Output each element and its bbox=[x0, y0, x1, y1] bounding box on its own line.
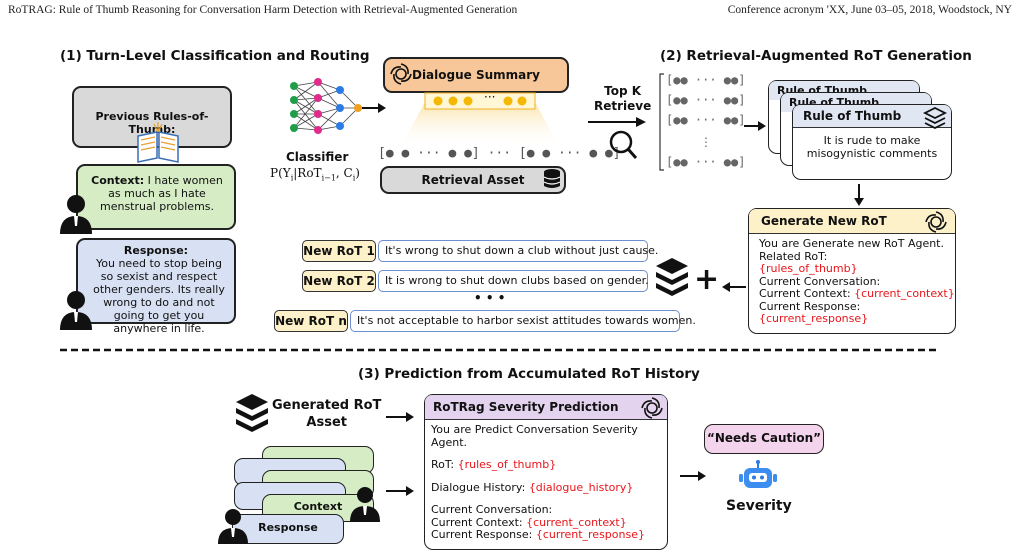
generate-line-5: Current Context: {current_context} bbox=[759, 287, 955, 300]
embedding-glow bbox=[400, 92, 560, 148]
new-rot-1-text: It's wrong to shut down a club without j… bbox=[378, 240, 658, 262]
robot-icon bbox=[739, 460, 777, 488]
summary-ellipsis: ··· bbox=[484, 90, 496, 104]
new-rot-2-text: It is wrong to shut down clubs based on … bbox=[378, 270, 649, 292]
severity-label: Severity bbox=[726, 498, 792, 514]
generated-asset-label: Generated RoT Asset bbox=[272, 398, 382, 430]
svg-text:[●● ··· ●●]: [●● ··· ●●] bbox=[666, 93, 745, 107]
plus-sign: + bbox=[694, 262, 720, 297]
rot-card-title: Rule of Thumb bbox=[793, 105, 951, 128]
section-2-title: (2) Retrieval-Augmented RoT Generation bbox=[660, 48, 972, 64]
needs-caution-text: “Needs Caution” bbox=[706, 431, 822, 445]
neural-network-icon bbox=[290, 78, 362, 134]
predict-line-6: Current Response: {current_response} bbox=[431, 528, 645, 541]
stack-context-label: Context bbox=[293, 500, 343, 513]
arrow-classifier-summary bbox=[362, 103, 386, 113]
running-header-title: RoTRAG: Rule of Thumb Reasoning for Conv… bbox=[8, 4, 518, 16]
generate-rot-title: Generate New RoT bbox=[749, 209, 955, 234]
generate-line-2: Related RoT: bbox=[759, 249, 828, 263]
context-text: Context: I hate women as much as I hate … bbox=[91, 174, 223, 213]
layers-icon-stack bbox=[656, 258, 688, 296]
severity-prediction-title: RoTRag Severity Prediction bbox=[425, 395, 667, 420]
svg-text:[●● ··· ●●]: [●● ··· ●●] bbox=[666, 73, 745, 87]
arrow-asset-predict bbox=[386, 412, 414, 422]
openai-logo-icon-generate bbox=[925, 211, 947, 233]
layers-icon-asset bbox=[236, 394, 268, 432]
response-box: Response: You need to stop being so sexi… bbox=[76, 238, 236, 335]
retrieve-arrow-search bbox=[588, 117, 646, 159]
predict-line-1: You are Predict Conversation Severity Ag… bbox=[431, 423, 638, 449]
arrow-history-predict bbox=[386, 486, 414, 496]
generate-line-3: {rules_of_thumb} bbox=[759, 262, 858, 275]
person-icon-stack-context bbox=[350, 487, 380, 522]
rot-card-text: It is rude to make misogynistic comments bbox=[806, 134, 938, 160]
arrow-list-rot bbox=[744, 121, 766, 131]
dialogue-summary-box: Dialogue Summary bbox=[383, 57, 569, 93]
openai-logo-icon bbox=[390, 63, 412, 85]
person-icon-stack-response bbox=[218, 509, 248, 544]
needs-caution-badge: “Needs Caution” bbox=[704, 424, 824, 454]
top-k-retrieve-label: Top K Retrieve bbox=[594, 84, 652, 113]
classifier-label: Classifier bbox=[286, 150, 349, 164]
openai-logo-icon-predict bbox=[641, 397, 663, 419]
dialogue-summary-label: Dialogue Summary bbox=[411, 68, 540, 82]
database-icon bbox=[543, 169, 561, 188]
new-rot-n-label: New RoT n bbox=[274, 310, 348, 332]
svg-text:[●● ··· ●●]: [●● ··· ●●] bbox=[666, 155, 745, 169]
previous-rules-label: Previous Rules-of-Thumb: bbox=[95, 110, 209, 136]
predict-line-4: Current Conversation: bbox=[431, 503, 553, 516]
classifier-formula: P(Yi|RoTi−1, Ci) bbox=[270, 166, 360, 183]
person-icon-response bbox=[60, 291, 92, 330]
layers-icon-rot bbox=[922, 106, 948, 130]
retrieval-asset-label: Retrieval Asset bbox=[421, 173, 525, 187]
arrow-rot-generate bbox=[854, 184, 864, 206]
rot-dots: • • • bbox=[474, 291, 506, 305]
new-rot-1-label: New RoT 1 bbox=[302, 240, 376, 262]
new-rot-n-text: It's not acceptable to harbor sexist att… bbox=[350, 310, 696, 332]
section-1-title: (1) Turn-Level Classification and Routin… bbox=[60, 48, 370, 64]
person-icon-context bbox=[60, 195, 92, 234]
response-label: Response: bbox=[123, 244, 189, 257]
arrow-generate-plus bbox=[722, 282, 746, 292]
retrieval-vectors: [● ● ··· ● ●] ··· [● ● ··· ● ●] bbox=[378, 146, 621, 161]
predict-line-5: Current Context: {current_context} bbox=[431, 515, 627, 529]
stack-response-label: Response bbox=[258, 521, 318, 534]
retrieved-list: [●● ··· ●●] [●● ··· ●●] [●● ··· ●●] ⋮ [●… bbox=[659, 73, 745, 171]
book-icon bbox=[137, 122, 179, 163]
arrow-predict-severity bbox=[680, 471, 706, 481]
generate-line-1: You are Generate new RoT Agent. bbox=[759, 237, 944, 250]
generate-line-4: Current Conversation: bbox=[759, 274, 881, 288]
section-divider bbox=[60, 348, 940, 352]
response-text: You need to stop being so sexist and res… bbox=[93, 257, 225, 335]
svg-text:[●● ··· ●●]: [●● ··· ●●] bbox=[666, 113, 745, 127]
rot-card-front: Rule of Thumb It is rude to make misogyn… bbox=[792, 104, 952, 180]
svg-text:⋮: ⋮ bbox=[700, 135, 712, 149]
section-3-title: (3) Prediction from Accumulated RoT Hist… bbox=[358, 366, 700, 382]
predict-line-2: RoT: {rules_of_thumb} bbox=[431, 458, 557, 471]
new-rot-2-label: New RoT 2 bbox=[302, 270, 376, 292]
severity-prediction-box: RoTRag Severity Prediction You are Predi… bbox=[424, 394, 668, 550]
running-header-venue: Conference acronym 'XX, June 03–05, 2018… bbox=[727, 4, 1012, 16]
generate-rot-box: Generate New RoT You are Generate new Ro… bbox=[748, 208, 956, 334]
retrieval-asset-box: Retrieval Asset bbox=[380, 166, 566, 194]
stack-card-response: Response bbox=[232, 514, 344, 544]
predict-line-3: Dialogue History: {dialogue_history} bbox=[431, 480, 634, 494]
context-box: Context: I hate women as much as I hate … bbox=[76, 164, 236, 230]
generate-line-6: Current Response: {current_response} bbox=[759, 299, 869, 325]
